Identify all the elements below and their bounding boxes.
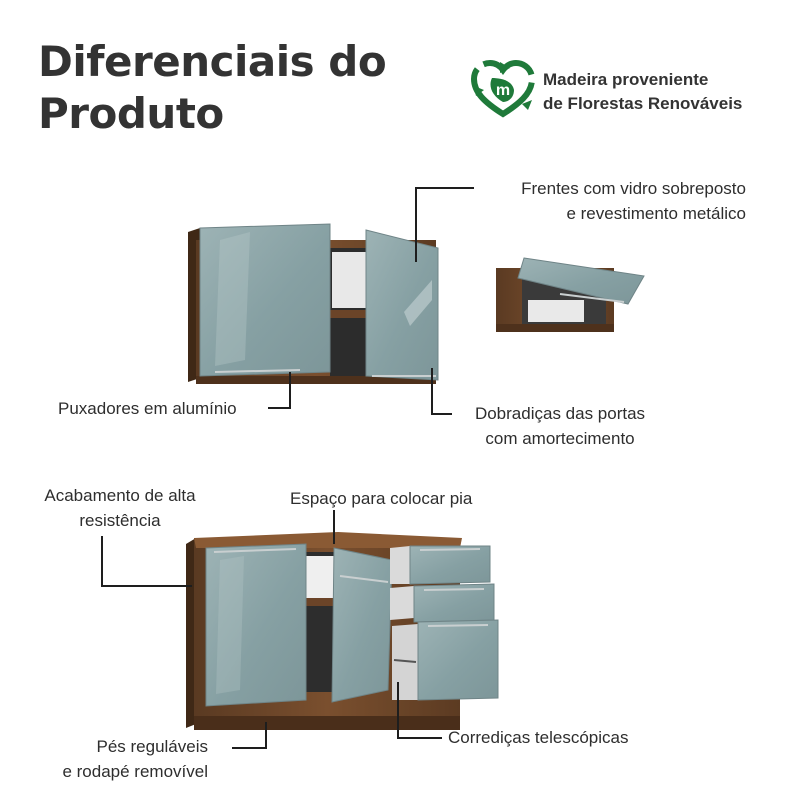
page-title: Diferenciais do Produto [38, 36, 398, 140]
callout-corredicas: Corrediças telescópicas [448, 728, 629, 747]
title-line-2: Produto [38, 89, 224, 138]
leader-corredicas [397, 682, 442, 739]
callout-pes: Pés reguláveis e rodapé removível [20, 734, 208, 784]
base-cabinet [186, 532, 499, 730]
callout-dobradicas: Dobradiças das portas com amortecimento [454, 401, 666, 451]
recycle-heart-leaf-icon: m [470, 60, 536, 118]
badge-line-2: de Florestas Renováveis [543, 94, 743, 113]
callout-pes-line-2: e rodapé removível [62, 762, 208, 781]
small-upper-cabinet [496, 257, 645, 332]
leader-dobradicas [431, 368, 452, 415]
callout-frentes: Frentes com vidro sobreposto e revestime… [440, 176, 746, 226]
callout-dobradicas-line-2: com amortecimento [485, 429, 635, 448]
callout-frentes-line-2: e revestimento metálico [566, 204, 746, 223]
logo-letter: m [496, 82, 510, 99]
callout-pes-line-1: Pés reguláveis [96, 737, 208, 756]
callout-acabamento-line-2: resistência [79, 511, 161, 530]
callout-dobradicas-line-1: Dobradiças das portas [474, 404, 646, 423]
leader-acabamento [101, 536, 192, 587]
title-line-1: Diferenciais do [38, 37, 387, 86]
badge-line-1: Madeira proveniente [543, 70, 709, 89]
callout-puxadores: Puxadores em alumínio [58, 399, 237, 418]
callout-espaco: Espaço para colocar pia [290, 489, 473, 508]
badge-text: Madeira proveniente de Florestas Renováv… [543, 68, 742, 116]
callout-frentes-line-1: Frentes com vidro sobreposto [521, 179, 746, 198]
leader-puxadores [268, 372, 291, 409]
leader-frentes [415, 187, 474, 262]
callout-acabamento-line-1: Acabamento de alta [44, 486, 196, 505]
leader-lines [101, 187, 474, 749]
upper-cabinet [188, 223, 439, 384]
callout-acabamento: Acabamento de alta resistência [20, 483, 220, 533]
leader-pes [232, 722, 267, 749]
